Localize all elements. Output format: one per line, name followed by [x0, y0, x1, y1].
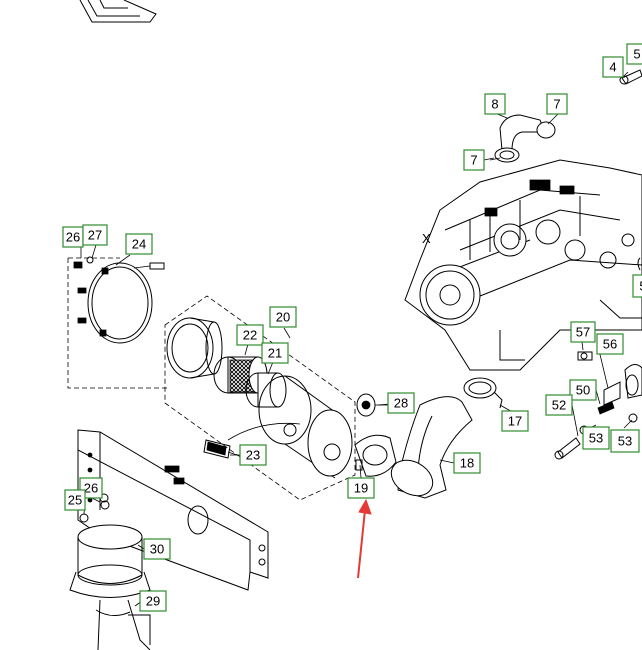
- callout-22[interactable]: 22: [236, 324, 264, 346]
- svg-text:4: 4: [609, 60, 616, 75]
- clamp-ring: [77, 262, 165, 344]
- callout-29[interactable]: 29: [139, 590, 167, 612]
- callout-4[interactable]: 4: [602, 56, 624, 78]
- callout-5-right[interactable]: 5: [632, 274, 642, 298]
- callout-5-top[interactable]: 5: [626, 43, 642, 65]
- svg-text:8: 8: [491, 97, 498, 112]
- svg-text:28: 28: [394, 396, 408, 411]
- callout-50[interactable]: 50: [569, 379, 597, 401]
- svg-text:53: 53: [589, 431, 603, 446]
- svg-text:29: 29: [146, 594, 160, 609]
- svg-text:56: 56: [603, 337, 617, 352]
- callout-52[interactable]: 52: [545, 394, 573, 416]
- svg-text:30: 30: [150, 542, 164, 557]
- callout-7-upper[interactable]: 7: [546, 93, 568, 115]
- intake-hose-18: [390, 396, 473, 499]
- callout-24[interactable]: 24: [125, 233, 153, 255]
- svg-text:20: 20: [276, 310, 290, 325]
- callout-25[interactable]: 25: [64, 489, 86, 511]
- svg-text:19: 19: [354, 481, 368, 496]
- svg-text:7: 7: [553, 97, 560, 112]
- callout-26-upper[interactable]: 26: [62, 226, 84, 248]
- svg-text:25: 25: [68, 493, 82, 508]
- air-filter-assembly: [67, 257, 388, 501]
- elbow-19: [354, 434, 397, 477]
- svg-text:53: 53: [618, 434, 632, 449]
- safety-element: [245, 372, 287, 408]
- crossover-pipe: [489, 114, 556, 163]
- callout-28[interactable]: 28: [387, 392, 415, 414]
- callout-17[interactable]: 17: [501, 410, 529, 432]
- clamp-17: [463, 377, 503, 409]
- callout-57[interactable]: 57: [570, 321, 596, 343]
- filter-housing: [258, 375, 353, 479]
- svg-text:26: 26: [66, 230, 80, 245]
- callout-23[interactable]: 23: [239, 444, 267, 466]
- engine-marker-x: X: [422, 231, 431, 246]
- svg-text:26: 26: [84, 481, 98, 496]
- callout-7-lower[interactable]: 7: [463, 149, 485, 171]
- svg-text:21: 21: [268, 346, 282, 361]
- callout-56[interactable]: 56: [596, 333, 624, 355]
- svg-text:18: 18: [460, 456, 474, 471]
- callout-18[interactable]: 18: [453, 452, 481, 474]
- bracket-56: [603, 364, 642, 406]
- engine: [404, 159, 642, 371]
- svg-text:5: 5: [633, 47, 640, 62]
- callout-30[interactable]: 30: [143, 538, 171, 560]
- svg-text:52: 52: [552, 398, 566, 413]
- bolt-52: [554, 437, 581, 460]
- vacuator-valve: [203, 423, 301, 459]
- svg-text:23: 23: [246, 448, 260, 463]
- svg-text:17: 17: [508, 414, 522, 429]
- svg-text:5: 5: [639, 279, 642, 294]
- callout-8[interactable]: 8: [484, 93, 506, 115]
- restriction-indicator: [356, 393, 388, 417]
- svg-text:24: 24: [132, 237, 146, 252]
- pointer-arrow: [357, 498, 372, 579]
- svg-text:22: 22: [243, 328, 257, 343]
- bolt-57: [577, 351, 593, 361]
- precleaner: [69, 524, 151, 650]
- connector-50: [597, 401, 615, 415]
- svg-text:57: 57: [576, 325, 590, 340]
- fastener-26-27: [73, 256, 94, 269]
- callout-20[interactable]: 20: [269, 306, 297, 328]
- right-edge-hose: [637, 257, 641, 271]
- callout-19[interactable]: 19: [347, 477, 375, 499]
- top-bracket-fragment: [79, 0, 157, 23]
- callout-53-left[interactable]: 53: [582, 426, 610, 450]
- callout-21[interactable]: 21: [261, 342, 289, 364]
- svg-text:27: 27: [88, 228, 102, 243]
- svg-text:7: 7: [470, 153, 477, 168]
- callout-27[interactable]: 27: [82, 224, 108, 246]
- callout-53-right[interactable]: 53: [610, 429, 640, 453]
- svg-text:50: 50: [576, 383, 590, 398]
- filter-cover: [166, 317, 223, 379]
